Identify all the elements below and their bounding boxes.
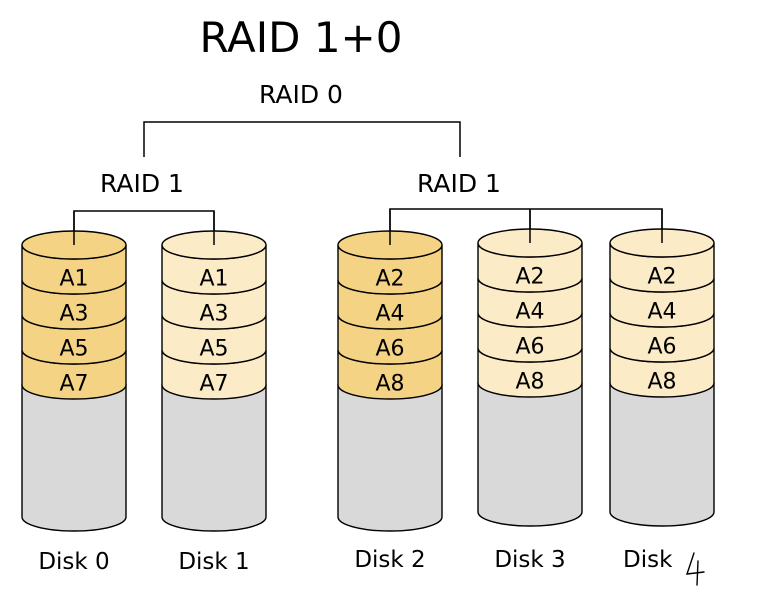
disk-1-label: Disk 1 [178, 549, 249, 575]
disk-1-block-2-label: A5 [199, 337, 228, 362]
disk-3-block-3-label: A8 [515, 370, 544, 395]
raid1-group-1-label: RAID 1 [417, 169, 501, 198]
disk-0-label: Disk 0 [38, 549, 109, 575]
disk-0-block-0-label: A1 [59, 267, 88, 292]
disk-4-label: Disk [623, 547, 673, 573]
disk-2-block-1-label: A4 [375, 302, 404, 327]
disk-3-block-2-label: A6 [515, 335, 544, 360]
diagram-title: RAID 1+0 [200, 13, 403, 62]
disk-1-block-3-label: A7 [199, 372, 228, 397]
disk-1-block-0-label: A1 [199, 267, 228, 292]
handwritten-digit-4 [685, 552, 705, 586]
disk-4-block-0-label: A2 [647, 265, 676, 290]
disk-3-block-1-label: A4 [515, 300, 544, 325]
disk-2-label: Disk 2 [354, 547, 425, 573]
disk-2-free-space [337, 384, 443, 532]
raid0-connector [143, 121, 461, 157]
disk-0-block-3-label: A7 [59, 372, 88, 397]
disk-3-block-0-label: A2 [515, 265, 544, 290]
disk-0-block-1-label: A3 [59, 302, 88, 327]
disk-4-block-3-label: A8 [647, 370, 676, 395]
disk-3-free-space [477, 382, 583, 527]
disk-0-free-space [21, 384, 127, 532]
disk-4-free-space [609, 382, 715, 527]
disk-4-block-2-label: A6 [647, 335, 676, 360]
disk-2-block-0-label: A2 [375, 267, 404, 292]
disk-1-block-1-label: A3 [199, 302, 228, 327]
raid0-label: RAID 0 [259, 80, 343, 109]
disk-3-label: Disk 3 [494, 547, 565, 573]
disk-1-free-space [161, 384, 267, 532]
disk-2-block-3-label: A8 [375, 372, 404, 397]
disk-0-block-2-label: A5 [59, 337, 88, 362]
disk-4-block-1-label: A4 [647, 300, 676, 325]
disk-2-block-2-label: A6 [375, 337, 404, 362]
raid1-group-0-label: RAID 1 [100, 169, 184, 198]
